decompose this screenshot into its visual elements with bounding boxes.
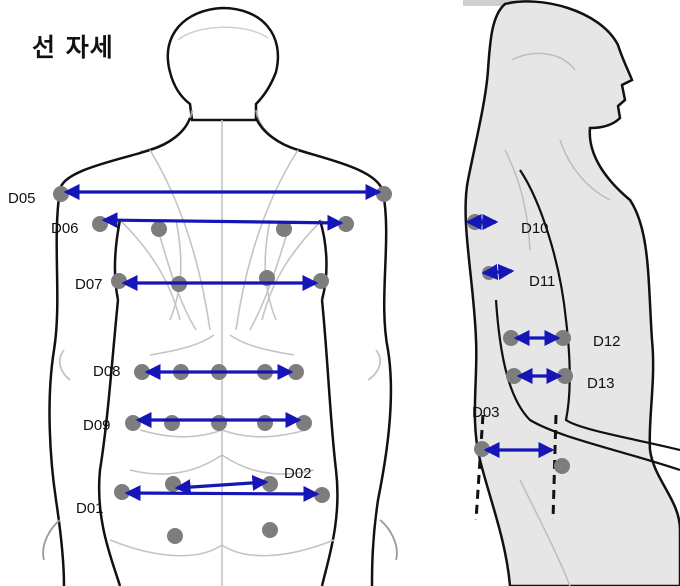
page-title: 선 자세 [32, 28, 114, 64]
label-d06: D06 [51, 220, 79, 237]
arrow-d01 [127, 493, 317, 494]
marker-dot [262, 476, 278, 492]
marker-dot [92, 216, 108, 232]
marker-dot [165, 476, 181, 492]
marker-dot [125, 415, 141, 431]
arrow-d06 [104, 220, 341, 223]
label-d12: D12 [593, 333, 621, 350]
label-d05: D05 [8, 190, 36, 207]
marker-dot [151, 221, 167, 237]
label-d07: D07 [75, 276, 103, 293]
marker-dot [376, 186, 392, 202]
label-d09: D09 [83, 417, 111, 434]
torso-outline [60, 118, 391, 586]
label-d02: D02 [284, 465, 312, 482]
marker-dot [554, 458, 570, 474]
marker-dot [257, 415, 273, 431]
head-outline [168, 8, 278, 120]
arrow-d11 [484, 271, 512, 273]
marker-dot [211, 415, 227, 431]
marker-dot [53, 186, 69, 202]
marker-dot [164, 415, 180, 431]
marker-dot [313, 273, 329, 289]
marker-dot [111, 273, 127, 289]
marker-dot [167, 528, 183, 544]
label-d10: D10 [521, 220, 549, 237]
label-d03: D03 [472, 404, 500, 421]
muscle-detail-lines [110, 120, 334, 586]
label-d11: D11 [529, 273, 555, 290]
label-d08: D08 [93, 363, 121, 380]
marker-dot [296, 415, 312, 431]
marker-dot [262, 522, 278, 538]
label-d01: D01 [76, 500, 104, 517]
side-figure-fill [466, 1, 680, 586]
side-view-figure [463, 0, 680, 586]
label-d13: D13 [587, 375, 615, 392]
